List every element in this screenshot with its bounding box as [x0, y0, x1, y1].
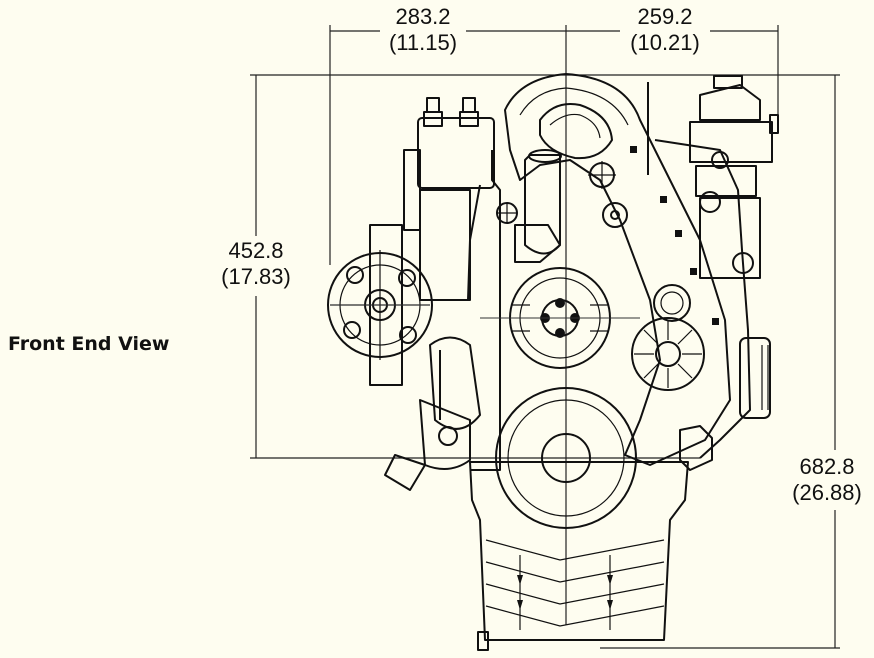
dim-right-width: 259.2 (10.21) [618, 4, 712, 56]
dim-left-width-mm: 283.2 [395, 4, 451, 29]
dim-left-width-inch: (11.15) [388, 30, 458, 55]
dim-right-width-mm: 259.2 [637, 4, 693, 29]
crankshaft-pulley [495, 387, 637, 529]
idler-pulley [631, 284, 705, 391]
thermostat-housing [496, 149, 562, 263]
centerlines [330, 304, 640, 319]
dim-height-left-inch: (17.83) [221, 264, 291, 289]
dim-height-total: 682.8 (26.88) [780, 454, 874, 506]
fuel-pump [647, 75, 779, 279]
dim-height-left: 452.8 (17.83) [208, 238, 304, 290]
dim-left-width: 283.2 (11.15) [378, 4, 468, 56]
dimension-lines [250, 25, 840, 649]
timing-cover [504, 73, 731, 466]
oil-pan [469, 461, 689, 651]
dim-right-width-inch: (10.21) [630, 30, 700, 55]
turbocharger [403, 97, 495, 301]
starter-motor [679, 337, 771, 471]
dim-height-total-mm: 682.8 [799, 454, 855, 479]
dim-height-left-mm: 452.8 [228, 238, 284, 263]
view-label: Front End View [8, 333, 170, 355]
dim-height-total-inch: (26.88) [792, 480, 862, 505]
oil-filter [384, 336, 481, 491]
